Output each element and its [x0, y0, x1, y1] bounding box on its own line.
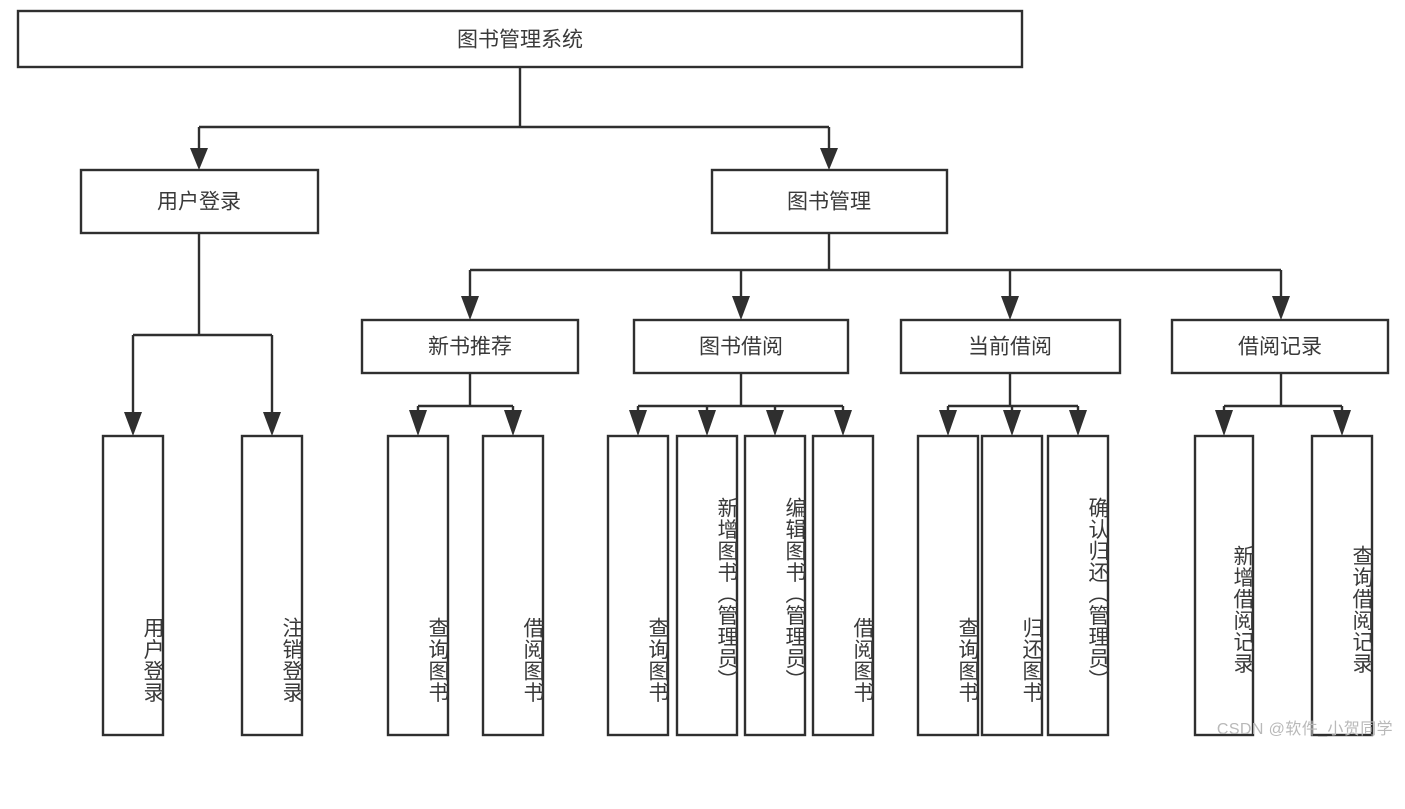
node-user-login[interactable]: 用户登录 — [79, 168, 320, 235]
node-leaf-edit-book[interactable] — [743, 434, 807, 737]
arrow-head-icon — [190, 148, 208, 170]
node-book-borrow-label: 图书借阅 — [699, 336, 783, 359]
node-leaf-add-record[interactable] — [1193, 434, 1255, 737]
tree-diagram: 图书管理系统 用户登录 图书管理 新书推荐 图书借阅 当前借阅 借阅记录 — [16, 9, 1390, 737]
arrow-head-icon — [698, 410, 716, 436]
arrow-head-icon — [1001, 296, 1019, 320]
connector-book-management-to-level2 — [461, 233, 1290, 320]
arrow-head-icon — [820, 148, 838, 170]
arrow-head-icon — [1003, 410, 1021, 436]
node-leaf-return-book[interactable] — [980, 434, 1044, 737]
connector-borrow-record-to-leaves — [1215, 373, 1351, 436]
node-user-login-label: 用户登录 — [157, 191, 241, 214]
node-leaf-confirm-return[interactable] — [1046, 434, 1110, 737]
arrow-head-icon — [1215, 410, 1233, 436]
arrow-head-icon — [834, 410, 852, 436]
connector-new-book-recommend-to-leaves — [409, 373, 522, 436]
node-new-book-recommend-label: 新书推荐 — [428, 336, 512, 359]
node-leaf-borrow-book-2[interactable] — [811, 434, 875, 737]
node-leaf-user-login[interactable] — [101, 434, 165, 737]
arrow-head-icon — [409, 410, 427, 436]
arrow-head-icon — [504, 410, 522, 436]
node-book-management[interactable]: 图书管理 — [710, 168, 949, 235]
node-root-system-label: 图书管理系统 — [457, 29, 583, 52]
node-leaf-query-record[interactable] — [1310, 434, 1374, 737]
node-current-borrow-label: 当前借阅 — [968, 336, 1052, 359]
node-leaf-query-book-1[interactable] — [386, 434, 450, 737]
arrow-head-icon — [1069, 410, 1087, 436]
connector-book-borrow-to-leaves — [629, 373, 852, 436]
arrow-head-icon — [461, 296, 479, 320]
arrow-head-icon — [732, 296, 750, 320]
arrow-head-icon — [1272, 296, 1290, 320]
node-leaf-add-book[interactable] — [675, 434, 739, 737]
arrow-head-icon — [629, 410, 647, 436]
arrow-head-icon — [766, 410, 784, 436]
connector-current-borrow-to-leaves — [939, 373, 1087, 436]
node-leaf-user-logout[interactable] — [240, 434, 304, 737]
node-book-borrow[interactable]: 图书借阅 — [632, 318, 850, 375]
arrow-head-icon — [1333, 410, 1351, 436]
connector-user-login-to-leaves — [124, 233, 281, 436]
diagram-canvas: 图书管理系统 用户登录 图书管理 新书推荐 图书借阅 当前借阅 借阅记录 — [16, 9, 1393, 738]
node-current-borrow[interactable]: 当前借阅 — [899, 318, 1122, 375]
node-leaf-query-book-2[interactable] — [606, 434, 670, 737]
node-new-book-recommend[interactable]: 新书推荐 — [360, 318, 580, 375]
arrow-head-icon — [124, 412, 142, 436]
node-book-management-label: 图书管理 — [787, 191, 871, 214]
node-leaf-borrow-book-1[interactable] — [481, 434, 545, 737]
csdn-watermark: CSDN @软件_小贺同学 — [1216, 721, 1393, 738]
connector-root-to-level1 — [190, 67, 838, 170]
node-leaf-query-book-3[interactable] — [916, 434, 980, 737]
arrow-head-icon — [939, 410, 957, 436]
node-borrow-record[interactable]: 借阅记录 — [1170, 318, 1390, 375]
node-borrow-record-label: 借阅记录 — [1238, 336, 1322, 359]
node-root-system[interactable]: 图书管理系统 — [16, 9, 1024, 69]
arrow-head-icon — [263, 412, 281, 436]
